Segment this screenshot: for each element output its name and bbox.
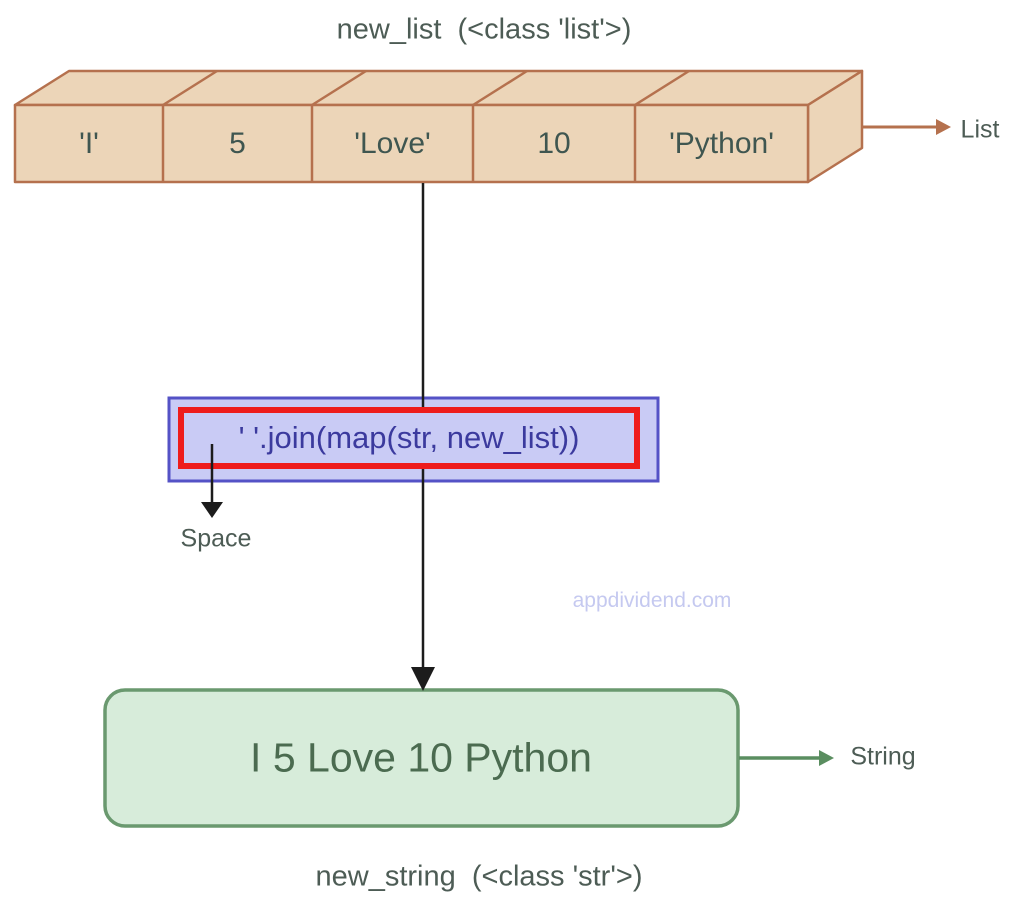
array-top-divider	[472, 69, 528, 107]
array-cell: 'Love'	[354, 126, 431, 160]
list-arrowhead-icon	[936, 119, 951, 135]
list-type-label: List	[960, 115, 1000, 144]
space-label: Space	[180, 524, 252, 553]
code-highlight-rect	[178, 407, 640, 469]
array-cell: 'I'	[79, 126, 99, 160]
result-string: I 5 Love 10 Python	[250, 734, 592, 781]
watermark: appdividend.com	[572, 589, 732, 612]
result-box	[103, 688, 740, 828]
array-cell: 10	[537, 126, 571, 160]
string-arrowhead-icon	[819, 750, 834, 766]
flow-arrowhead-icon	[411, 667, 435, 691]
array-top-divider	[311, 69, 367, 107]
array-cell: 5	[229, 126, 246, 160]
string-type-label: String	[850, 742, 916, 771]
join-expression: ' '.join(map(str, new_list))	[238, 420, 580, 455]
string-title: new_string (<class 'str'>)	[315, 860, 643, 893]
array-front-face	[13, 103, 810, 184]
array-top-divider	[162, 69, 218, 107]
space-arrowhead-icon	[201, 502, 223, 518]
list-title: new_list (<class 'list'>)	[336, 13, 632, 46]
array-top-divider	[634, 69, 690, 107]
array-top-face	[13, 69, 864, 107]
array-cell: 'Python'	[669, 126, 774, 160]
